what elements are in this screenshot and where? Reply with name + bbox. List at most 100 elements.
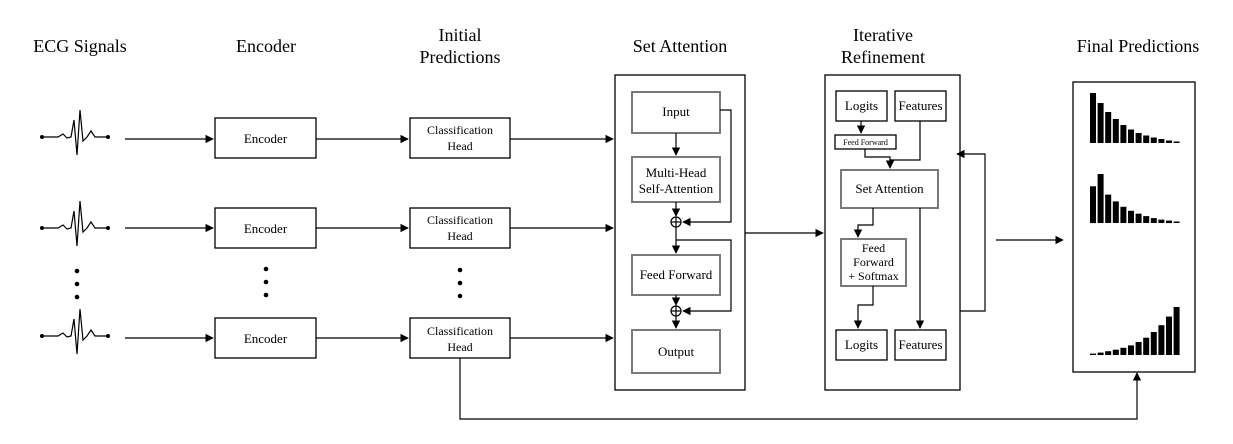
- header-initial: Initial: [439, 25, 482, 45]
- classification-head-line-2: Head: [447, 340, 472, 354]
- probability-bar: [1120, 125, 1127, 143]
- probability-bar: [1135, 342, 1142, 355]
- classification-head-line-1: Classification: [427, 324, 493, 338]
- ellipsis-ecg: [74, 268, 80, 300]
- line-features-setattn: [890, 121, 921, 161]
- header-predictions: Predictions: [420, 47, 501, 67]
- arrow-setattn-ffsoftmax: [853, 208, 874, 238]
- arrow-bypass-to-final: [459, 358, 1142, 420]
- probability-bar: [1166, 140, 1172, 143]
- classification-head-line-1: Classification: [427, 213, 493, 227]
- encoder-box-1: Encoder: [214, 117, 317, 159]
- probability-bar: [1158, 325, 1165, 355]
- classification-head-1: Classification Head: [409, 117, 511, 159]
- ff-softmax-label-2: Forward: [853, 255, 894, 269]
- bar-chart-1: [1090, 93, 1180, 143]
- header-set-attention: Set Attention: [633, 36, 728, 56]
- output-label: Output: [658, 344, 695, 359]
- logits-out-box: [835, 329, 888, 361]
- arrow-feedback-loop: [956, 149, 986, 312]
- probability-bar: [1105, 351, 1112, 355]
- features-in-label: Features: [898, 98, 942, 113]
- encoder-box-2: Encoder: [214, 207, 317, 249]
- probability-bar: [1173, 141, 1180, 143]
- mhsa-box: [631, 156, 721, 203]
- ellipsis-encoder: [263, 266, 269, 298]
- input-box: [631, 91, 721, 134]
- probability-bar: [1105, 112, 1112, 143]
- probability-bar: [1158, 219, 1165, 223]
- ff-softmax-label-1: Feed: [862, 241, 885, 255]
- encoder-label: Encoder: [244, 331, 288, 346]
- add-node-2: [670, 305, 682, 317]
- feed-forward-box: [631, 254, 721, 296]
- classification-head-line-2: Head: [447, 229, 472, 243]
- probability-bar: [1097, 352, 1104, 355]
- features-out-box: [894, 329, 947, 361]
- probability-bar: [1150, 332, 1157, 355]
- bar-chart-2: [1090, 174, 1180, 224]
- probability-bar: [1158, 139, 1165, 143]
- features-in-box: [894, 90, 947, 122]
- refinement-set-attention-box: [840, 169, 939, 209]
- header-refinement: Refinement: [841, 47, 925, 67]
- probability-bar: [1135, 213, 1142, 223]
- refinement-set-attention-label: Set Attention: [855, 181, 924, 196]
- probability-bar: [1173, 221, 1180, 223]
- feed-forward-label: Feed Forward: [640, 267, 713, 282]
- classification-head-2: Classification Head: [409, 207, 511, 249]
- ecg-signal-2: [40, 200, 110, 247]
- mhsa-label-2: Self-Attention: [639, 181, 714, 196]
- probability-bar: [1105, 194, 1112, 223]
- set-attention-block: Input Multi-Head Self-Attention Feed For…: [614, 74, 746, 391]
- final-predictions-block: [1072, 81, 1196, 373]
- input-label: Input: [662, 104, 690, 119]
- classification-head-3: Classification Head: [409, 317, 511, 359]
- header-encoder: Encoder: [236, 36, 296, 56]
- ff-softmax-box: [840, 238, 907, 287]
- classification-head-line-1: Classification: [427, 123, 493, 137]
- probability-bar: [1112, 119, 1119, 143]
- probability-bar: [1143, 216, 1150, 223]
- bar-chart-3: [1090, 307, 1180, 355]
- ecg-signal-1: [40, 109, 110, 156]
- probability-bar: [1112, 349, 1119, 355]
- probability-bar: [1150, 137, 1157, 143]
- header-ecg-signals: ECG Signals: [33, 36, 127, 56]
- logits-in-label: Logits: [845, 98, 878, 113]
- probability-bar: [1120, 206, 1127, 223]
- encoder-box-3: Encoder: [214, 317, 317, 359]
- logits-in-box: [835, 90, 888, 122]
- encoder-label: Encoder: [244, 131, 288, 146]
- probability-bar: [1090, 186, 1096, 224]
- probability-bar: [1150, 218, 1157, 223]
- probability-bar: [1090, 353, 1096, 355]
- probability-bar: [1097, 103, 1104, 143]
- mhsa-label-1: Multi-Head: [646, 165, 707, 180]
- probability-bar: [1090, 93, 1096, 143]
- iterative-refinement-block: Logits Features Feed Forward Set Attenti…: [824, 74, 961, 391]
- probability-bar: [1128, 345, 1134, 355]
- probability-bar: [1128, 129, 1134, 143]
- header-iterative: Iterative: [853, 25, 913, 45]
- probability-bar: [1166, 316, 1172, 355]
- probability-bar: [1143, 135, 1150, 143]
- header-final-predictions: Final Predictions: [1077, 36, 1200, 56]
- logits-out-label: Logits: [845, 337, 878, 352]
- probability-bar: [1112, 201, 1119, 223]
- probability-bar: [1166, 220, 1172, 224]
- add-node-1: [670, 216, 682, 228]
- probability-bar: [1173, 307, 1180, 355]
- ecg-signal-3: [40, 308, 110, 355]
- probability-bar: [1128, 210, 1134, 224]
- residual-arrow-2: [676, 239, 732, 316]
- feed-forward-small-label: Feed Forward: [843, 138, 888, 147]
- ellipsis-heads: [457, 267, 463, 299]
- ff-softmax-label-3: + Softmax: [848, 269, 898, 283]
- probability-bar: [1143, 337, 1150, 355]
- residual-arrow-1: [682, 109, 732, 227]
- classification-head-line-2: Head: [447, 139, 472, 153]
- output-box: [631, 329, 721, 374]
- arrow-ffsoftmax-logits: [853, 286, 874, 329]
